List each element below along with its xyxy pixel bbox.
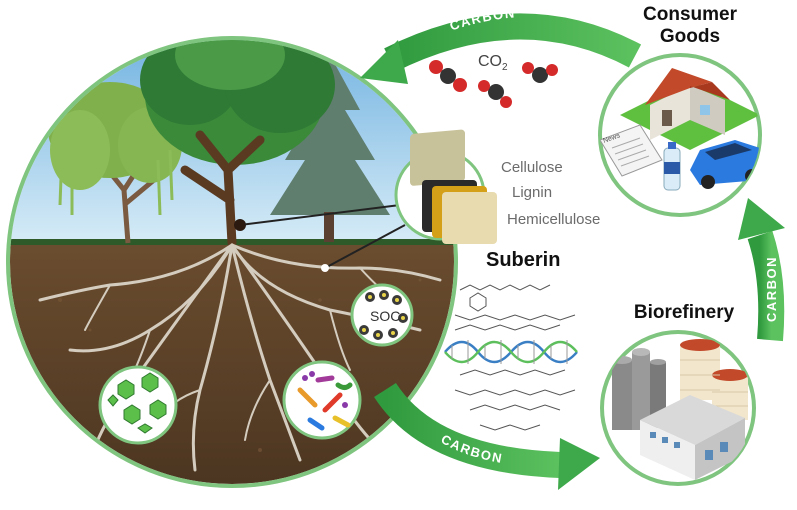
carbon-arrow-right: CARBON [738,198,785,342]
carbon-arrow-bottom: CARBON [374,382,600,490]
oak-tree [140,40,335,248]
co2-label: CO2 [478,53,508,73]
spruce-tree [270,55,390,242]
carbon-arrow-top: CARBON [360,5,642,84]
cellulose-label: Cellulose [501,159,563,176]
water-bottle-icon [663,142,681,191]
hemicellulose-label: Hemicellulose [507,211,600,228]
carbon-arrow-right-label: CARBON [764,256,779,322]
co2-molecules-icon [429,60,558,108]
factory-icon [612,339,748,480]
cell-wall-layers-inset [394,129,497,244]
ecosystem-circle [6,36,458,488]
biorefinery-circle [600,330,756,486]
consumer-goods-title-line1: Consumer [643,4,738,25]
lignin-label: Lignin [512,184,552,201]
consumer-goods-title-line2: Goods [660,26,720,47]
consumer-goods-circle: News [598,53,762,217]
soil [10,241,454,484]
soc-inset [350,283,414,347]
dna-helix-icon [444,340,578,364]
suberin-molecules-icon [454,284,576,431]
willow-tree [48,82,182,244]
suberin-label: Suberin [486,249,560,271]
soc-label: SOC [370,308,400,324]
microbes-inset [282,360,362,440]
biorefinery-title: Biorefinery [634,302,735,323]
crystals-inset [98,365,178,445]
